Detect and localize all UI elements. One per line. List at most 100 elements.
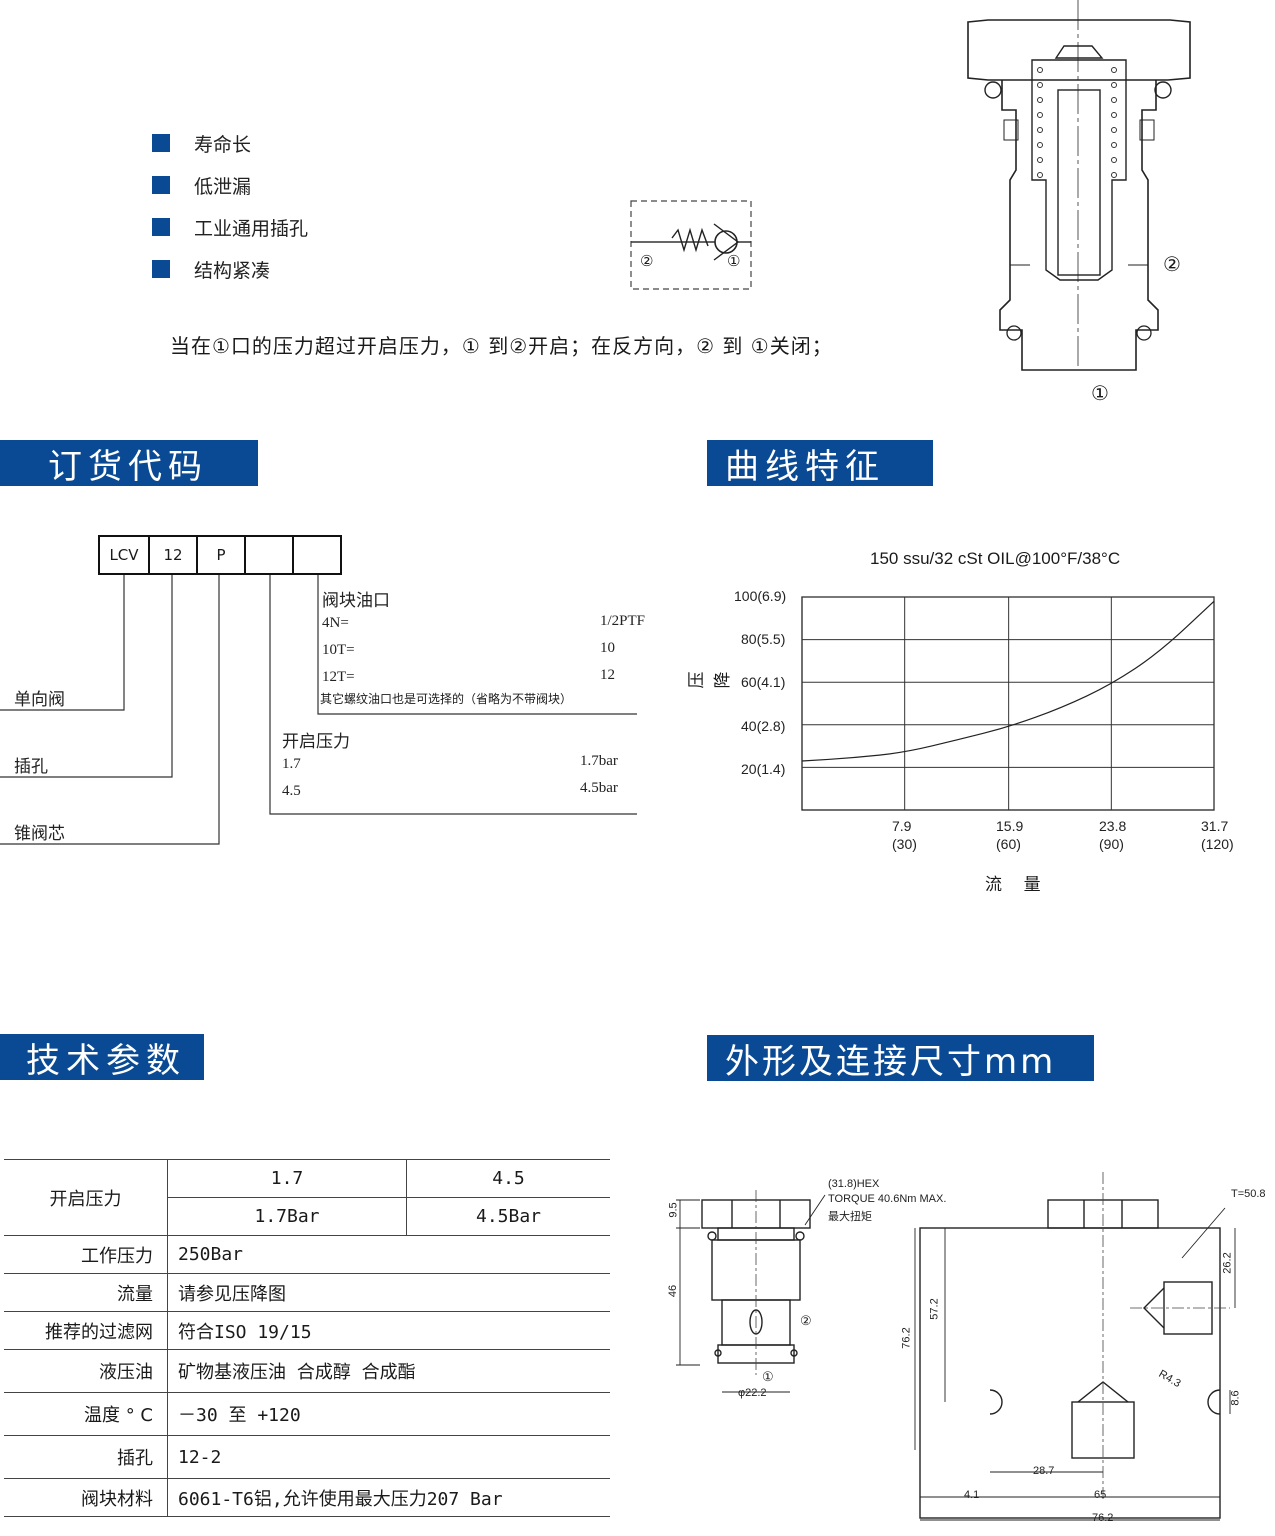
section-header-ordering: 订货代码 [0, 440, 258, 487]
chart-y-axis-label: 压 降 [687, 671, 733, 689]
pressure-title: 开启压力 [282, 732, 350, 752]
dim-torque: TORQUE 40.6Nm MAX. [828, 1193, 947, 1205]
spec-value: 符合ISO 19/15 [167, 1311, 610, 1350]
dim-57-2: 57.2 [928, 1298, 941, 1320]
bullet-square-icon [152, 260, 170, 278]
chart-title: 150 ssu/32 cSt OIL@100°F/38°C [870, 549, 1121, 568]
feature-item: 结构紧凑 [152, 258, 271, 282]
dim-46: 46 [667, 1284, 680, 1298]
port-value: 12 [600, 667, 615, 683]
code-box-port [292, 535, 342, 575]
spec-open-value: 4.5 [406, 1159, 610, 1198]
code-box-size: 12 [148, 535, 198, 575]
ordering-leader-lines [0, 575, 637, 845]
pressure-drop-chart [801, 596, 1215, 811]
spec-label: 液压油 [4, 1349, 168, 1393]
chart-x-axis-label: 流 量 [985, 875, 1041, 895]
x-tick-sub-label: (120) [1201, 836, 1234, 852]
pressure-code: 1.7 [282, 756, 301, 772]
chart-frame [801, 596, 1215, 811]
feature-text: 工业通用插孔 [194, 217, 309, 240]
feature-item: 工业通用插孔 [152, 216, 309, 240]
y-tick-label: 40(2.8) [741, 718, 786, 734]
feature-text: 寿命长 [194, 133, 252, 156]
bullet-square-icon [152, 134, 170, 152]
spec-value: －30 至 +120 [167, 1392, 610, 1436]
dim-torque-cn: 最大扭矩 [828, 1211, 872, 1223]
label-poppet: 锥阀芯 [14, 824, 65, 844]
spec-label: 插孔 [4, 1435, 168, 1479]
feature-text: 结构紧凑 [194, 259, 271, 282]
pressure-value: 1.7bar [580, 753, 618, 769]
section-header-curve: 曲线特征 [707, 440, 933, 487]
dim-76-2-vertical: 76.2 [900, 1327, 913, 1349]
cutaway-port-1: ① [1091, 381, 1109, 405]
dim-thickness: T=50.8 [1231, 1188, 1266, 1200]
spec-row: 温度 ° C－30 至 +120 [4, 1392, 610, 1436]
x-tick-sub-label: (90) [1099, 836, 1124, 852]
dim-65: 65 [1094, 1489, 1107, 1501]
port-value: 10 [600, 640, 615, 656]
feature-text: 低泄漏 [194, 175, 252, 198]
spec-label: 流量 [4, 1273, 168, 1312]
pressure-code: 4.5 [282, 783, 301, 799]
x-tick-label: 31.7 [1201, 818, 1229, 834]
function-description: 当在①口的压力超过开启压力，① 到②开启；在反方向，② 到 ①关闭； [170, 334, 833, 358]
bullet-square-icon [152, 176, 170, 194]
x-tick-sub-label: (60) [996, 836, 1021, 852]
symbol-port-1: ① [727, 252, 741, 270]
spec-value: 250Bar [167, 1235, 610, 1274]
label-cavity: 插孔 [14, 757, 48, 777]
feature-item: 低泄漏 [152, 174, 252, 198]
spec-open-value: 1.7 [167, 1159, 407, 1198]
x-tick-label: 7.9 [892, 818, 912, 834]
dim-9-5: 9.5 [667, 1202, 680, 1218]
section-header-specs: 技术参数 [0, 1034, 204, 1081]
spec-value: 矿物基液压油 合成醇 合成酯 [167, 1349, 610, 1393]
spec-label: 工作压力 [4, 1235, 168, 1274]
dim-port-1: ① [762, 1369, 774, 1384]
spec-row-open-pressure: 开启压力 1.7 4.5 [4, 1159, 610, 1236]
port-code: 4N= [322, 615, 349, 631]
spec-label: 推荐的过滤网 [4, 1311, 168, 1350]
bullet-square-icon [152, 218, 170, 236]
code-box-poppet: P [196, 535, 246, 575]
spec-value: 6061-T6铝,允许使用最大压力207 Bar [167, 1478, 610, 1517]
dim-8-6: 8.6 [1229, 1390, 1242, 1406]
spec-label: 开启压力 [4, 1159, 168, 1236]
y-tick-label: 20(1.4) [741, 761, 786, 777]
x-tick-sub-label: (30) [892, 836, 917, 852]
valve-cutaway-drawing [967, 0, 1191, 371]
dim-26-2: 26.2 [1221, 1252, 1234, 1274]
y-tick-label: 80(5.5) [741, 631, 786, 647]
port-value: 1/2PTF [600, 613, 646, 629]
section-header-dimensions: 外形及连接尺寸mm [707, 1035, 1094, 1082]
spec-label: 温度 ° C [4, 1392, 168, 1436]
code-box-model: LCV [98, 535, 150, 575]
dimension-drawing [676, 1172, 1236, 1521]
dim-port-2: ② [800, 1313, 812, 1328]
x-tick-label: 23.8 [1099, 818, 1127, 834]
spec-row: 推荐的过滤网符合ISO 19/15 [4, 1311, 610, 1350]
pressure-value: 4.5bar [580, 780, 618, 796]
feature-item: 寿命长 [152, 132, 252, 156]
symbol-port-2: ② [640, 252, 654, 270]
chart-series-line [801, 600, 1215, 762]
port-note: 其它螺纹油口也是可选择的（省略为不带阀块） [320, 692, 573, 706]
port-code: 12T= [322, 669, 355, 685]
port-title: 阀块油口 [322, 591, 390, 611]
spec-row-open-pressure-bar: 1.7Bar 4.5Bar [4, 1197, 610, 1236]
spec-value: 12-2 [167, 1435, 610, 1479]
x-tick-label: 15.9 [996, 818, 1024, 834]
spec-open-value: 1.7Bar [167, 1197, 407, 1236]
spec-open-value: 4.5Bar [406, 1197, 610, 1236]
dim-hex: (31.8)HEX [828, 1178, 880, 1190]
y-tick-label: 100(6.9) [734, 588, 787, 604]
label-check-valve: 单向阀 [14, 690, 65, 710]
y-tick-label: 60(4.1) [741, 674, 786, 690]
code-box-pressure [244, 535, 294, 575]
